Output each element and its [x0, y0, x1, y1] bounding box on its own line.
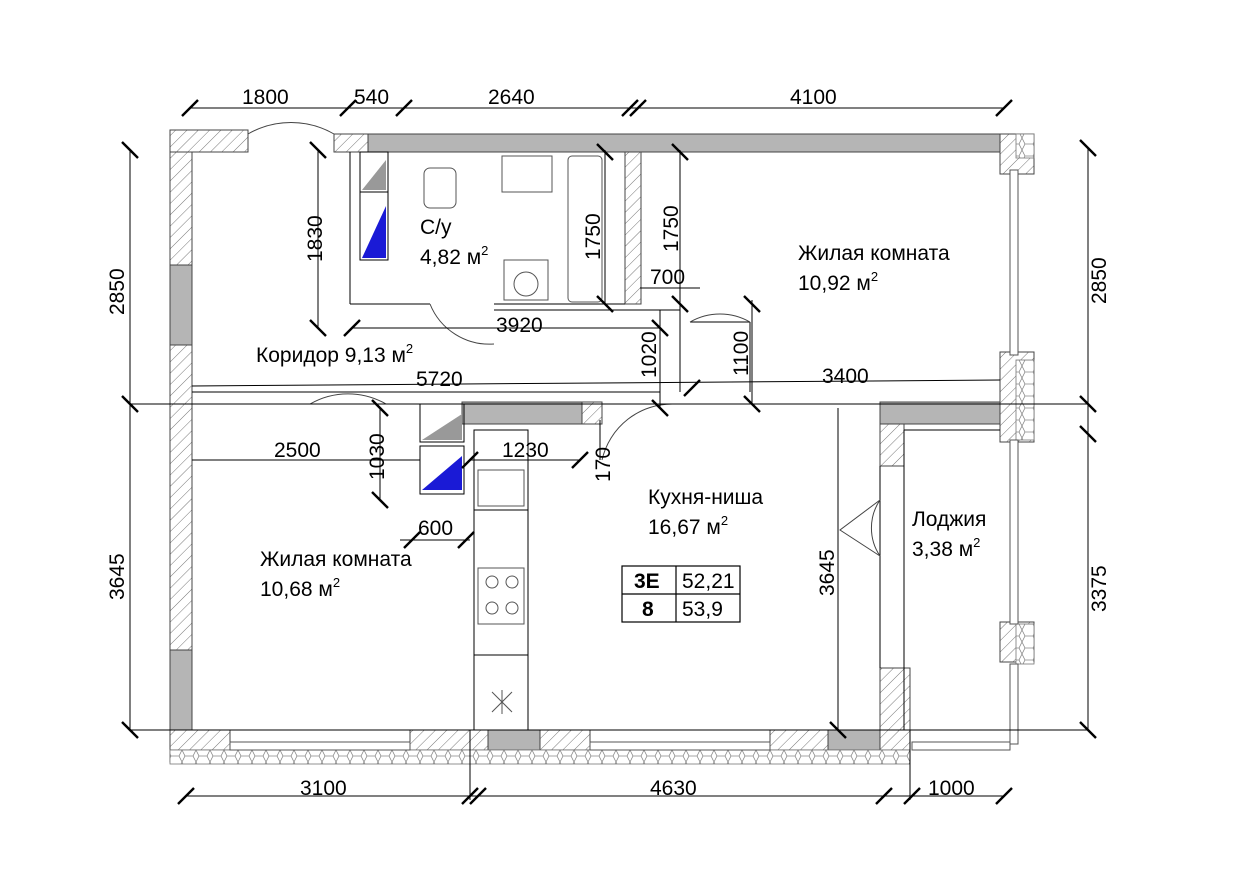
room-kitchen-name: Кухня-ниша	[648, 486, 763, 509]
dim-corr-3920: 3920	[496, 314, 543, 337]
dim-bath-1830: 1830	[304, 215, 327, 262]
info-floor: 8	[642, 598, 654, 621]
room-bathroom-area: 4,82 м2	[420, 243, 488, 269]
dimension-labels: 1800 540 2640 4100 2850 3645 2850 3375 3…	[106, 86, 1111, 800]
dim-bottom-3100: 3100	[300, 777, 347, 800]
dim-kitchen-3645: 3645	[816, 549, 839, 596]
room-living-bottom-name: Жилая комната	[260, 548, 412, 571]
dim-top-540: 540	[354, 86, 389, 109]
room-kitchen-area: 16,67 м2	[648, 513, 728, 539]
dim-bottom-1000: 1000	[928, 777, 975, 800]
dim-top-2640: 2640	[488, 86, 535, 109]
dim-mid-1030: 1030	[366, 433, 389, 480]
dim-bath-1750-b: 1750	[660, 205, 683, 252]
room-corridor: Коридор 9,13 м2	[256, 341, 413, 367]
dim-corr-1020: 1020	[638, 331, 661, 378]
room-living-top-area: 10,92 м2	[798, 269, 878, 295]
dim-top-4100: 4100	[790, 86, 837, 109]
dim-mid-170: 170	[592, 447, 615, 482]
dimension-ticks	[121, 99, 1097, 805]
fixtures	[423, 155, 603, 714]
dim-corr-700: 700	[650, 266, 685, 289]
dim-mid-600: 600	[418, 517, 453, 540]
dim-bath-1750-a: 1750	[582, 213, 605, 260]
shaft-markers	[362, 160, 462, 490]
info-type-code: 3E	[634, 570, 660, 593]
dim-bottom-4630: 4630	[650, 777, 697, 800]
room-bathroom-name: С/у	[420, 216, 452, 239]
door-swings	[247, 121, 881, 557]
room-living-top-name: Жилая комната	[798, 242, 950, 265]
apartment-info-box: 3E 52,21 8 53,9	[621, 565, 741, 623]
dim-top-1800: 1800	[242, 86, 289, 109]
dim-mid-1230: 1230	[502, 439, 549, 462]
room-labels: С/у 4,82 м2 Жилая комната 10,92 м2 Корид…	[256, 216, 986, 601]
windows	[229, 169, 1019, 751]
dim-corr-5720: 5720	[416, 368, 463, 391]
dim-right-3375: 3375	[1088, 565, 1111, 612]
dim-corr-1100: 1100	[730, 331, 753, 376]
info-area-1: 52,21	[682, 570, 735, 593]
walls	[169, 129, 1035, 765]
dim-left-2850: 2850	[106, 268, 129, 315]
dim-corr-3400: 3400	[822, 365, 869, 388]
info-area-2: 53,9	[682, 598, 723, 621]
room-loggia-name: Лоджия	[912, 508, 986, 531]
room-living-bottom-area: 10,68 м2	[260, 575, 340, 601]
room-loggia-area: 3,38 м2	[912, 535, 980, 561]
dim-left-3645: 3645	[106, 553, 129, 600]
dim-right-2850: 2850	[1088, 257, 1111, 304]
dim-mid-2500: 2500	[274, 439, 321, 462]
